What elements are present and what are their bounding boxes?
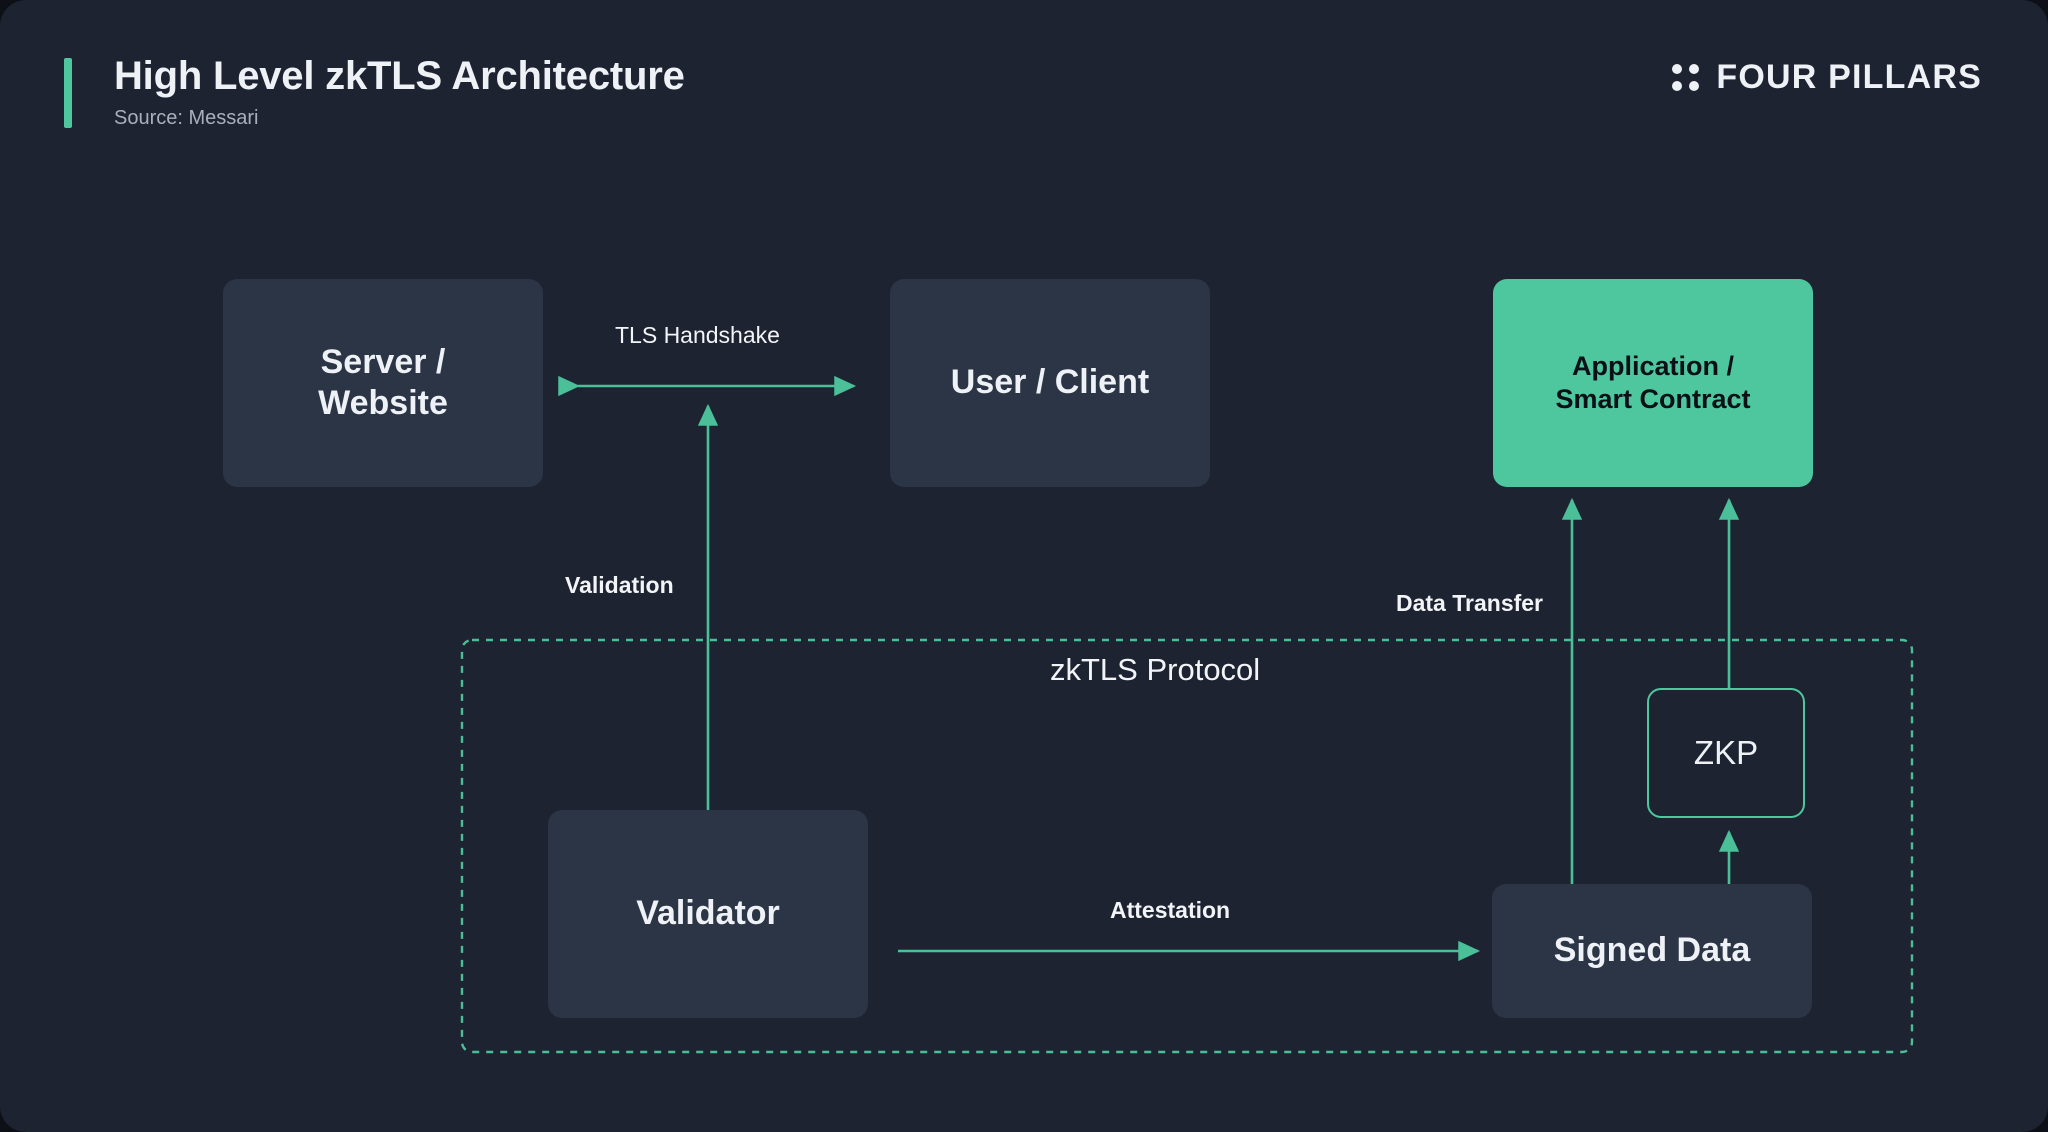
node-label-zkp: ZKP	[1693, 733, 1759, 771]
node-validator[interactable]: Validator	[548, 810, 868, 1018]
brand-lockup: FOUR PILLARS	[1672, 58, 1982, 97]
node-label-validator: Validator	[636, 894, 780, 933]
brand-name: FOUR PILLARS	[1716, 58, 1982, 96]
title-block: High Level zkTLS Architecture Source: Me…	[114, 54, 685, 130]
edge-label-tls-handshake: TLS Handshake	[615, 322, 780, 348]
node-zkp[interactable]: ZKP	[1647, 688, 1805, 818]
node-signed-data[interactable]: Signed Data	[1492, 884, 1812, 1018]
node-label-signed-data: Signed Data	[1553, 931, 1751, 970]
edge-label-attestation: Attestation	[1110, 897, 1231, 923]
node-label-application-smart-contract: Application / Smart Contract	[1555, 351, 1751, 414]
node-label-user-client: User / Client	[950, 363, 1150, 402]
four-dots-icon	[1672, 64, 1700, 91]
page-source: Source: Messari	[114, 106, 259, 129]
node-label-server-website: Server / Website	[318, 342, 448, 422]
node-user-client[interactable]: User / Client	[890, 279, 1210, 487]
zktls-protocol-group-label: zkTLS Protocol	[1050, 652, 1261, 687]
page-title: High Level zkTLS Architecture	[114, 54, 685, 98]
node-server-website[interactable]: Server / Website	[223, 279, 543, 487]
title-accent-bar	[64, 58, 72, 128]
edge-label-validation: Validation	[565, 572, 674, 598]
node-application-smart-contract[interactable]: Application / Smart Contract	[1493, 279, 1813, 487]
page-header: High Level zkTLS Architecture Source: Me…	[0, 0, 2048, 170]
edge-label-data-transfer: Data Transfer	[1396, 590, 1544, 616]
